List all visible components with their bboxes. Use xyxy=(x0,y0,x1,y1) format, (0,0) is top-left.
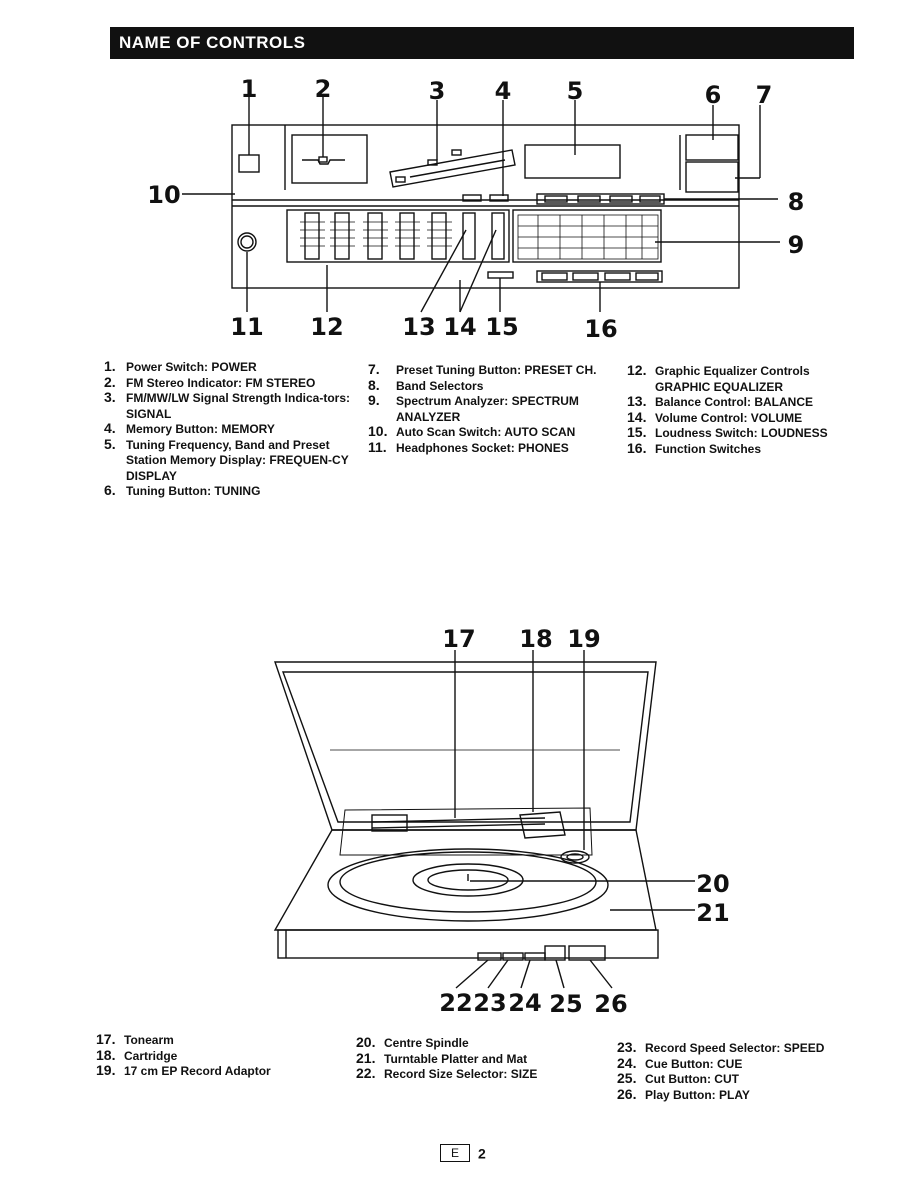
dust-cover-shape xyxy=(274,661,657,831)
callout-23: 23 xyxy=(473,989,506,1017)
turntable-diagram xyxy=(273,650,695,989)
legend-item-1: 1.Power Switch: POWER xyxy=(104,358,257,374)
callout-19: 19 xyxy=(567,625,600,653)
legend-item-21: 21.Turntable Platter and Mat xyxy=(356,1049,528,1066)
callout-5: 5 xyxy=(567,77,584,105)
callout-9: 9 xyxy=(788,231,805,259)
callout-14: 14 xyxy=(443,313,476,341)
section-title: NAME OF CONTROLS xyxy=(110,27,854,59)
callout-12: 12 xyxy=(310,313,343,341)
callout-26: 26 xyxy=(594,990,627,1018)
callout-1: 1 xyxy=(241,75,258,103)
frequency-display-shape xyxy=(524,144,621,179)
spectrum-analyzer-grid xyxy=(517,214,659,260)
callout-11: 11 xyxy=(230,313,263,341)
callout-17: 17 xyxy=(442,625,475,653)
turntable-legend-col3: 23.Record Speed Selector: SPEED 24.Cue B… xyxy=(617,1039,857,1103)
callout-8: 8 xyxy=(788,188,805,216)
legend-item-22: 22.Record Size Selector: SIZE xyxy=(356,1065,538,1081)
legend-item-11: 11.Headphones Socket: PHONES xyxy=(368,438,569,455)
power-switch-shape xyxy=(238,154,260,173)
platter-shape xyxy=(327,848,609,922)
legend-item-12: 12.Graphic Equalizer Controls GRAPHIC EQ… xyxy=(627,362,810,394)
unit-body-outline xyxy=(231,124,740,289)
legend-item-10: 10.Auto Scan Switch: AUTO SCAN xyxy=(368,423,576,439)
legend-item-9: 9.Spectrum Analyzer: SPECTRUM ANALYZER xyxy=(368,392,579,424)
legend-item-18: 18.Cartridge xyxy=(96,1046,178,1063)
unit-legend-col2: 7.Preset Tuning Button: PRESET CH. 8.Ban… xyxy=(368,361,610,456)
callout-15: 15 xyxy=(485,313,518,341)
legend-item-5: 5.Tuning Frequency, Band and Preset Stat… xyxy=(104,435,349,483)
callout-6: 6 xyxy=(705,81,722,109)
legend-item-2: 2.FM Stereo Indicator: FM STEREO xyxy=(104,373,316,390)
legend-item-20: 20.Centre Spindle xyxy=(356,1034,469,1050)
legend-item-16: 16.Function Switches xyxy=(627,439,762,456)
legend-item-25: 25.Cut Button: CUT xyxy=(617,1070,739,1086)
callout-10: 10 xyxy=(147,181,180,209)
unit-legend-col1: 1.Power Switch: POWER 2.FM Stereo Indica… xyxy=(104,358,352,500)
legend-item-8: 8.Band Selectors xyxy=(368,376,484,393)
callout-13: 13 xyxy=(402,313,435,341)
callout-7: 7 xyxy=(756,81,773,109)
legend-item-13: 13.Balance Control: BALANCE xyxy=(627,393,814,409)
legend-item-6: 6.Tuning Button: TUNING xyxy=(104,482,261,498)
callout-3: 3 xyxy=(429,77,446,105)
callout-22: 22 xyxy=(439,989,472,1017)
legend-item-19: 19.17 cm EP Record Adaptor xyxy=(96,1062,271,1078)
page-number: 2 xyxy=(478,1145,486,1162)
legend-item-7: 7.Preset Tuning Button: PRESET CH. xyxy=(368,361,597,377)
legend-item-23: 23.Record Speed Selector: SPEED xyxy=(617,1039,825,1055)
phones-socket-shape xyxy=(237,232,257,252)
callout-21: 21 xyxy=(696,899,729,927)
callout-16: 16 xyxy=(584,315,617,343)
legend-item-15: 15.Loudness Switch: LOUDNESS xyxy=(627,424,828,440)
turntable-legend-col1: 17.Tonearm 18.Cartridge 19.17 cm EP Reco… xyxy=(96,1031,336,1080)
callout-4: 4 xyxy=(495,77,512,105)
legend-item-24: 24.Cue Button: CUE xyxy=(617,1054,743,1071)
callout-24: 24 xyxy=(508,989,541,1017)
unit-legend-col3: 12.Graphic Equalizer Controls GRAPHIC EQ… xyxy=(627,362,855,457)
legend-item-3: 3.FM/MW/LW Signal Strength Indica-tors: … xyxy=(104,389,350,421)
language-box: E xyxy=(440,1144,470,1163)
legend-item-4: 4.Memory Button: MEMORY xyxy=(104,420,275,436)
callout-2: 2 xyxy=(315,75,332,103)
turntable-legend-col2: 20.Centre Spindle 21.Turntable Platter a… xyxy=(356,1034,596,1083)
legend-item-14: 14.Volume Control: VOLUME xyxy=(627,408,803,425)
callout-18: 18 xyxy=(519,625,552,653)
callout-25: 25 xyxy=(549,990,582,1018)
legend-item-17: 17.Tonearm xyxy=(96,1031,174,1047)
legend-item-26: 26.Play Button: PLAY xyxy=(617,1085,750,1102)
callout-20: 20 xyxy=(696,870,729,898)
graphic-equalizer-sliders xyxy=(304,212,505,260)
